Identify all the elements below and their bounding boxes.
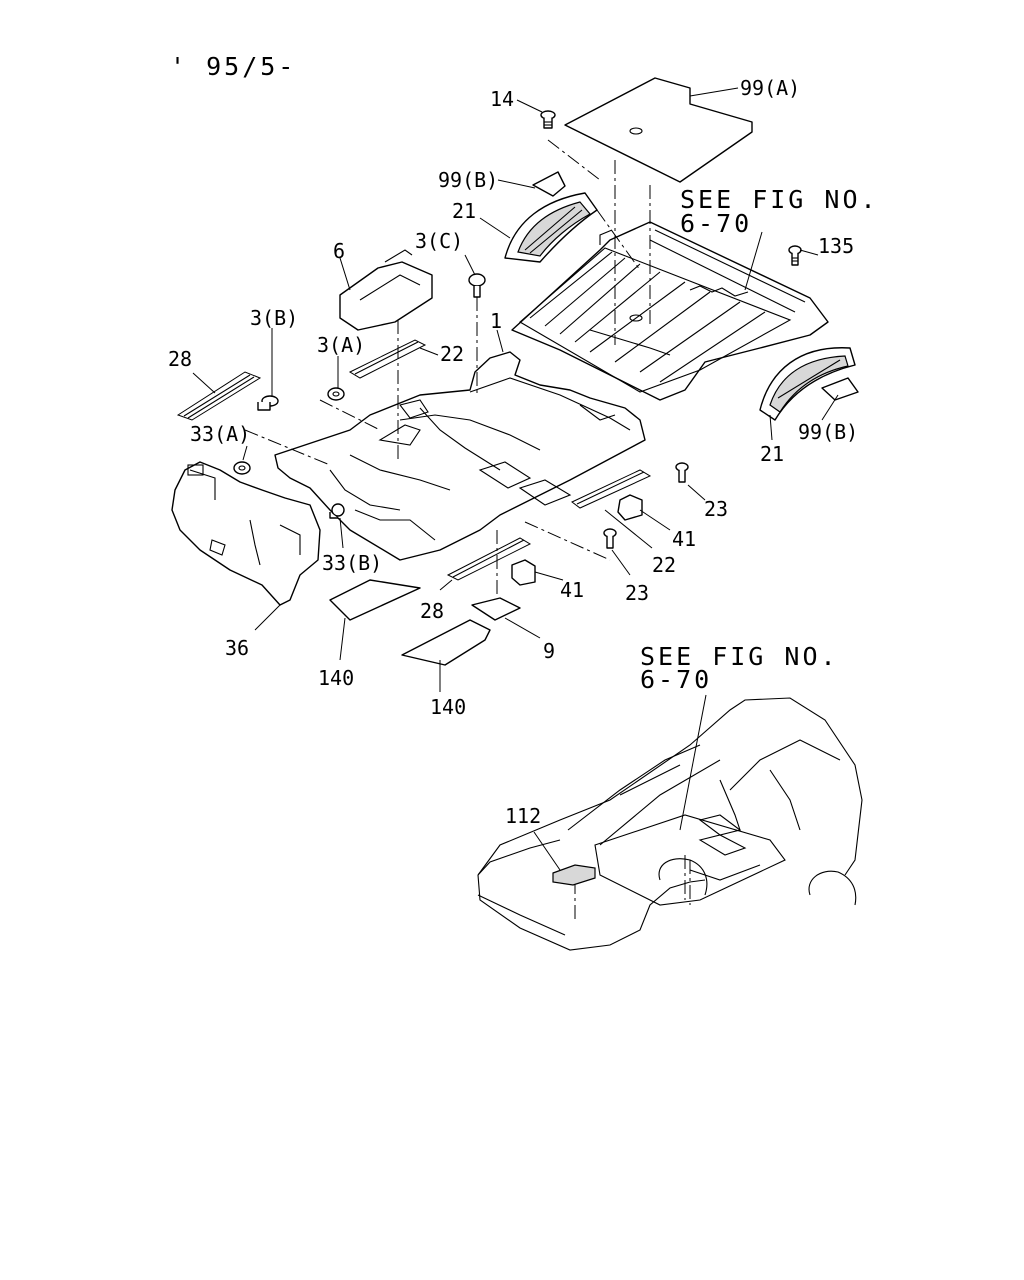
part-3c-clip	[468, 273, 486, 298]
part-23-screw-mid	[603, 528, 617, 549]
callout-99b-right: 99(B)	[798, 420, 858, 444]
leader-112	[533, 831, 561, 871]
callout-140-bottom: 140	[430, 695, 466, 719]
callout-22-top: 22	[440, 342, 464, 366]
callout-3b: 3(B)	[250, 306, 298, 330]
part-6-insulator	[339, 249, 433, 331]
part-140-mat-left	[329, 579, 421, 621]
leader-6-70-bottom	[679, 694, 707, 831]
part-135-screw	[788, 245, 802, 266]
callout-41-right: 41	[672, 527, 696, 551]
callout-33a: 33(A)	[190, 422, 250, 446]
callout-112: 112	[505, 804, 541, 828]
part-33a-nut	[233, 461, 251, 475]
callout-9: 9	[543, 639, 555, 663]
part-21-wheelhouse-right	[759, 347, 856, 421]
part-140-mat-bottom	[401, 619, 491, 666]
reference-note-top-line1: SEE FIG NO.	[680, 185, 879, 214]
part-41-clip-mid	[511, 559, 536, 586]
part-23-screw-right	[675, 462, 689, 483]
part-22-scuff-plate-mid	[571, 469, 652, 509]
callout-41-mid: 41	[560, 578, 584, 602]
part-22-scuff-plate-top	[348, 339, 427, 379]
part-33b-bolt	[329, 503, 345, 519]
part-36-dash-insulator	[171, 461, 321, 606]
part-99a-rear-mat	[564, 77, 753, 183]
callout-23-right: 23	[704, 497, 728, 521]
part-28-scuff-plate-top	[176, 371, 262, 421]
vehicle-body-shell	[477, 697, 863, 951]
callout-21-top: 21	[452, 199, 476, 223]
callout-33b: 33(B)	[322, 551, 382, 575]
callout-21-right: 21	[760, 442, 784, 466]
callout-3a: 3(A)	[317, 333, 365, 357]
part-21-wheelhouse-top	[504, 192, 598, 263]
callout-labels: 99(A) 14 99(B) 21 3(C) 6 135 3(B) 3(A) 2…	[168, 76, 858, 828]
part-14-screw	[540, 110, 556, 129]
callout-28-top: 28	[168, 347, 192, 371]
reference-note-top-line2: 6-70	[680, 209, 752, 238]
reference-note-bottom-line2: 6-70	[640, 665, 712, 694]
callout-6: 6	[333, 239, 345, 263]
rear-cargo-floor	[511, 221, 829, 401]
reference-note-bottom-line1: SEE FIG NO.	[640, 642, 839, 671]
part-3b-bolt	[257, 395, 279, 411]
part-1-floor-pan	[274, 351, 646, 561]
callout-1: 1	[490, 309, 502, 333]
reference-note-bottom: SEE FIG NO. 6-70	[640, 642, 839, 694]
date-code: ' 95/5-	[170, 52, 296, 81]
part-41-clip-right	[617, 494, 643, 521]
part-99b-top-cap	[532, 171, 566, 197]
callout-14: 14	[490, 87, 514, 111]
callout-22-mid: 22	[652, 553, 676, 577]
leader-lines	[192, 87, 839, 692]
callout-28-bottom: 28	[420, 599, 444, 623]
callout-99a: 99(A)	[740, 76, 800, 100]
callout-99b-top: 99(B)	[438, 168, 498, 192]
callout-23-mid: 23	[625, 581, 649, 605]
callout-140-left: 140	[318, 666, 354, 690]
callout-3c: 3(C)	[415, 229, 463, 253]
part-3a-nut	[327, 387, 345, 401]
part-99b-right-cap	[821, 377, 859, 401]
reference-note-top: SEE FIG NO. 6-70	[680, 185, 879, 238]
part-9-pad	[471, 597, 521, 621]
callout-36: 36	[225, 636, 249, 660]
callout-135: 135	[818, 234, 854, 258]
part-28-scuff-plate-bottom	[446, 537, 532, 581]
